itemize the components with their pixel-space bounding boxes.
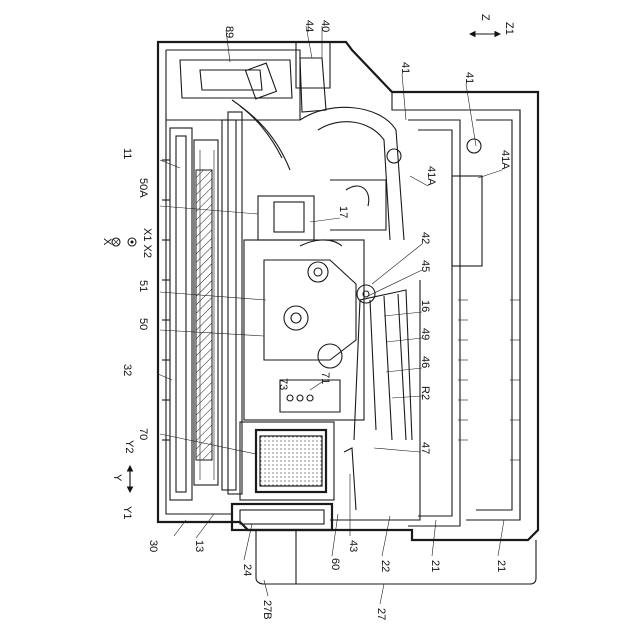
ref-49: 49 bbox=[419, 328, 431, 340]
ref-21-b: 21 bbox=[495, 560, 507, 572]
y2-label: Y2 bbox=[123, 440, 135, 453]
top-mechanism bbox=[180, 58, 326, 170]
ref-42: 42 bbox=[419, 232, 431, 244]
ref-47: 47 bbox=[419, 442, 431, 454]
z1-label: Z1 bbox=[503, 22, 515, 35]
ref-46: 46 bbox=[419, 356, 431, 368]
ref-21-a: 21 bbox=[429, 560, 441, 572]
ref-22: 22 bbox=[379, 560, 391, 572]
transport-and-trays bbox=[300, 107, 520, 526]
ref-89: 89 bbox=[223, 26, 235, 38]
ref-24: 24 bbox=[241, 564, 253, 576]
ref-27B: 27B bbox=[261, 600, 273, 620]
ref-70: 70 bbox=[137, 428, 149, 440]
reservoir bbox=[240, 422, 334, 500]
ref-R2: R2 bbox=[419, 386, 431, 400]
ref-41-a: 41 bbox=[399, 62, 411, 74]
ref-45: 45 bbox=[419, 260, 431, 272]
ref-60: 60 bbox=[329, 558, 341, 570]
ref-16: 16 bbox=[419, 300, 431, 312]
ref-50A: 50A bbox=[137, 178, 149, 198]
x-axis-indicator: X X1 X2 bbox=[101, 228, 153, 258]
x-label: X bbox=[101, 238, 113, 246]
ref-51: 51 bbox=[137, 280, 149, 292]
ref-27: 27 bbox=[375, 608, 387, 620]
y-label: Y bbox=[111, 474, 123, 482]
ref-41-b: 41 bbox=[463, 72, 475, 84]
z-label: Z bbox=[479, 14, 491, 21]
left-frame-assembly bbox=[162, 112, 242, 500]
ref-41A-b: 41A bbox=[425, 166, 437, 186]
x1-x2-label: X1 X2 bbox=[141, 228, 153, 258]
ref-40: 40 bbox=[319, 20, 331, 32]
ref-71: 71 bbox=[319, 372, 331, 384]
ref-73: 73 bbox=[277, 378, 289, 390]
outer-housing bbox=[158, 42, 538, 540]
ref-11: 11 bbox=[121, 148, 133, 159]
y1-label: Y1 bbox=[121, 506, 133, 519]
ref-32: 32 bbox=[121, 364, 133, 376]
ref-44: 44 bbox=[303, 20, 315, 32]
ref-50: 50 bbox=[137, 318, 149, 330]
y-axis-indicator: Y Y1 Y2 bbox=[111, 440, 135, 519]
z-axis-indicator: Z Z1 bbox=[470, 14, 515, 35]
ref-43: 43 bbox=[347, 540, 359, 552]
tray-ticks bbox=[458, 300, 520, 460]
ref-41A-a: 41A bbox=[499, 150, 511, 170]
ref-17: 17 bbox=[337, 206, 349, 218]
ref-13: 13 bbox=[193, 540, 205, 552]
ref-30: 30 bbox=[147, 540, 159, 552]
